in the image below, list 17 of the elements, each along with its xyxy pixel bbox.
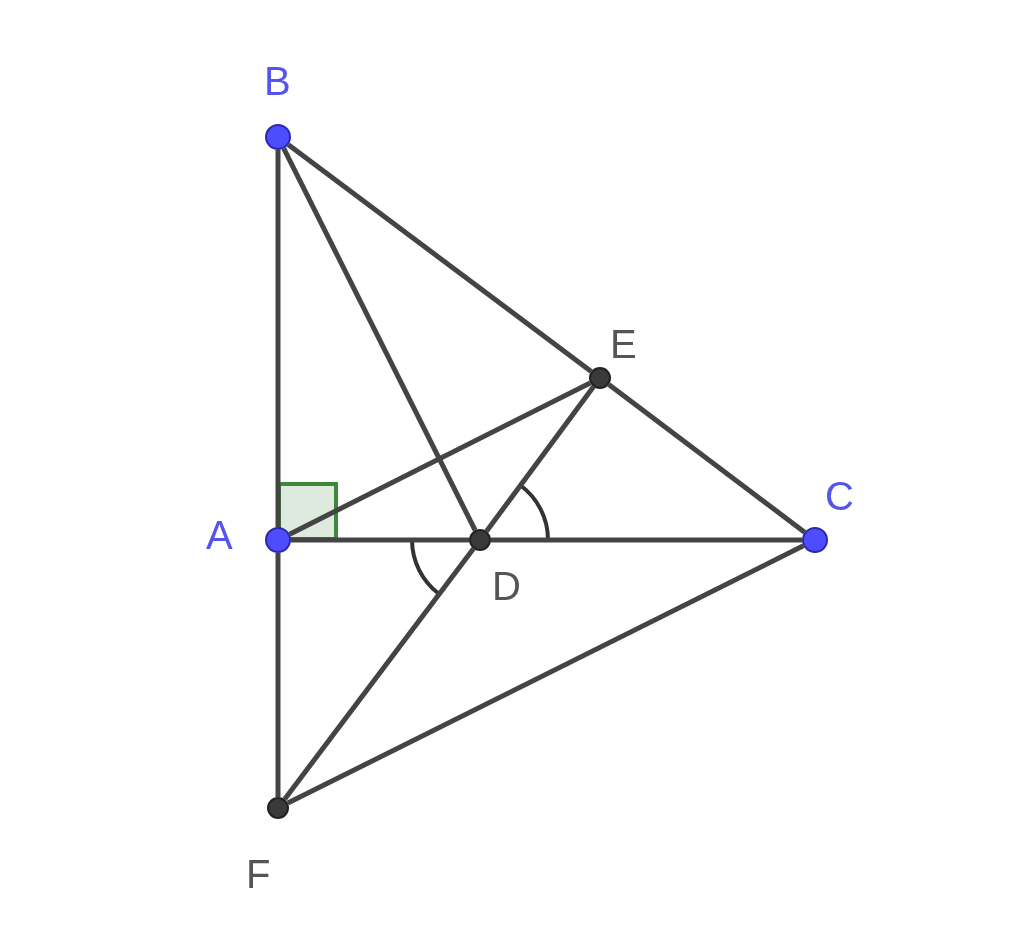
line-segment	[275, 150, 281, 527]
line-segment	[491, 537, 802, 543]
line-segment	[286, 142, 593, 374]
line-segment	[484, 385, 596, 533]
point-label: B	[264, 59, 291, 103]
point-label: F	[246, 852, 271, 896]
line-segment	[281, 147, 478, 532]
line-segment	[607, 382, 807, 535]
line-segment	[291, 537, 469, 543]
point-label: D	[492, 564, 521, 608]
line-segment	[282, 547, 476, 801]
line-segment	[288, 380, 592, 537]
point-label: A	[206, 513, 233, 557]
line-segment	[286, 543, 805, 806]
line-segment	[275, 553, 281, 797]
point-label: C	[825, 474, 854, 518]
point-label: E	[610, 322, 637, 366]
